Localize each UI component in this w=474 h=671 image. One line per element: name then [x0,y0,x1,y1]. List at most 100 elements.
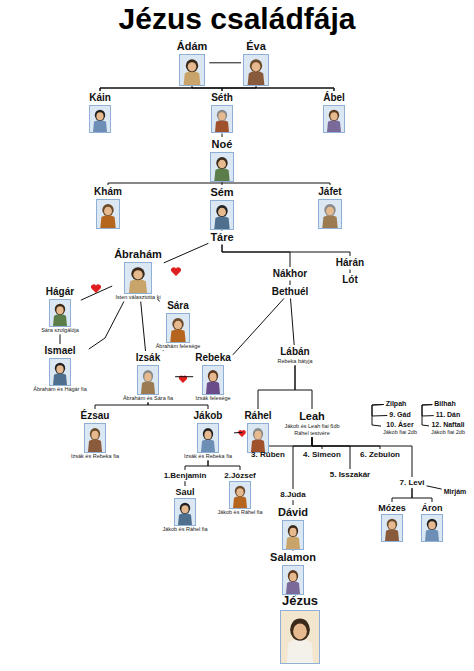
person-node: Ádám [176,40,209,86]
portrait-picture [210,152,234,182]
person-node: Sém [209,186,235,230]
person-name: Hárán [336,257,364,269]
portrait-figure [90,106,110,132]
person-name: Saul [175,487,194,497]
person-node: Jézus [279,594,321,664]
person-name: Jézus [282,594,318,609]
person-name: 11. Dán [436,411,461,419]
person-node: RebekaIzsák felesége [194,352,232,401]
person-node: Áron [420,503,444,542]
person-name: Leah [299,410,325,423]
portrait-figure [283,521,303,549]
person-node: IsmaelÁbrahám és Hágár fia [32,345,88,392]
portrait-picture [229,481,251,509]
portrait-figure [319,200,341,228]
person-node: 10. ÁserJákob fiai 2db [382,421,418,436]
person-name: Salamon [270,551,316,564]
person-node: Noé [209,138,235,182]
person-caption: Rebeka bátyja [277,358,312,365]
person-caption: Isten választotta ki [115,294,160,301]
person-node: Salamon [269,551,317,595]
person-name: Áron [422,503,443,513]
family-line [258,365,295,409]
family-line [422,405,432,426]
family-line [175,376,193,377]
family-line [312,437,322,449]
family-line [372,405,384,427]
person-caption: Ráhel testvére [294,430,329,437]
family-line [208,460,240,470]
portrait-picture [282,520,304,550]
person-node: Éva [242,40,270,86]
person-caption: Izsák és Rebeka fia [71,453,119,460]
family-line [164,243,209,263]
person-name: Sára [167,300,189,312]
person-caption: Izsák és Rebeka fia [184,453,232,460]
person-name: 12. Naftali [431,421,464,429]
family-line [185,481,186,486]
family-line [233,299,284,355]
person-node: Káin [88,92,112,133]
person-caption: Jákob fiai 2db [383,429,417,436]
person-name: Táre [210,231,233,244]
family-line [392,488,412,502]
family-line [222,245,290,267]
person-name: Ábrahám [114,248,162,261]
person-name: Éva [246,40,266,53]
portrait-figure [324,106,344,132]
person-caption: Sára szolgálója [41,327,79,334]
person-caption: Ábrahám és Hágár fia [33,386,87,393]
family-line [60,334,61,344]
person-node: HágárSára szolgálója [40,286,80,333]
person-node: Zilpah [385,400,408,408]
portrait-picture [247,423,269,453]
person-name: Nákhor [273,268,307,280]
person-name: 7. Levi [400,478,425,487]
family-line [100,87,192,91]
family-line [427,486,442,489]
person-name: Lót [342,274,358,286]
family-line [312,437,380,449]
person-node: 6. Zebulon [359,450,401,459]
portrait-figure [211,153,233,181]
heart-symbols [91,267,246,437]
person-node: ÁbrahámIsten választotta ki [113,248,163,301]
family-line [412,488,432,502]
person-node: 2.JózsefJákob és Ráhel fia [216,471,263,516]
person-name: Káin [89,92,111,104]
family-line [81,286,112,300]
person-name: Mózes [378,503,406,513]
portrait-figure [125,263,151,293]
portrait-figure [212,106,232,132]
person-name: Lábán [280,346,309,358]
portrait-figure [175,499,195,525]
family-line [192,87,222,91]
person-node: JákobIzsák és Rebeka fia [183,410,233,459]
person-node: Lót [341,274,359,286]
person-caption: Ábrahám és Sára fia [123,395,173,402]
portrait-picture [49,358,71,386]
portrait-picture [166,313,190,343]
person-name: Jáfet [318,186,341,198]
person-name: Mirjám [444,488,467,496]
person-name: Bethuél [272,286,309,298]
person-name: 4. Simeon [303,450,341,459]
portrait-figure [203,366,223,394]
person-node: SáraÁbrahám felesége [155,300,202,349]
person-name: Ádám [177,40,208,53]
person-name: 5. Isszakár [330,470,370,479]
person-node: Táre [209,231,234,244]
portrait-figure [97,200,119,228]
person-name: 8.Júda [280,490,305,499]
portrait-picture [210,200,234,230]
person-name: Sém [210,186,233,199]
person-node: ÉzsauIzsák és Rebeka fia [70,410,120,459]
person-node: Bethuél [271,286,310,298]
person-node: 3. Rúben [250,450,286,459]
portrait-picture [211,105,233,133]
person-caption: Jákob és Ráhel fia [162,526,207,533]
family-line [192,87,334,91]
person-name: Bilhah [434,400,455,408]
person-name: 3. Rúben [251,450,285,459]
